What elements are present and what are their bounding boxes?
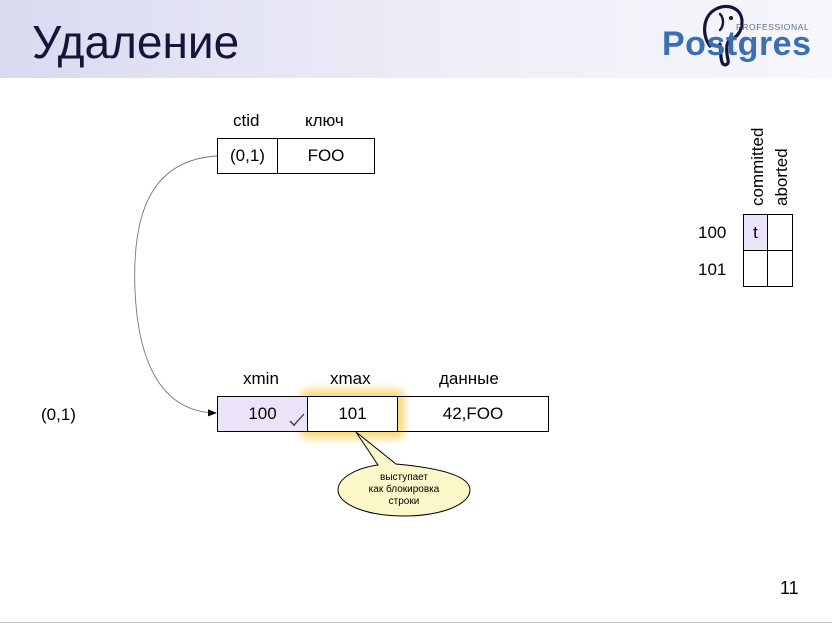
index-header-key: ключ <box>305 111 344 130</box>
heap-cell-xmax: 101 <box>308 397 398 431</box>
heap-header-xmin: xmin <box>243 369 279 388</box>
clog-header-committed: committed <box>748 127 767 206</box>
clog-cell-101-aborted <box>768 251 792 286</box>
index-row: (0,1) FOO <box>217 138 375 174</box>
clog-status-table: t <box>743 214 793 287</box>
ctid-pointer-arrow <box>134 155 218 417</box>
callout-text: выступает как блокировка строки <box>342 472 466 508</box>
slide-title: Удаление <box>32 16 240 68</box>
postgres-logo: PROFESSIONAL Postgres <box>662 2 812 72</box>
clog-cell-101-committed <box>744 251 768 286</box>
clog-cell-100-committed: t <box>744 215 768 251</box>
heap-cell-xmin: 100 <box>218 397 308 431</box>
clog-xid-101: 101 <box>698 260 727 279</box>
heap-header-xmax: xmax <box>330 369 371 388</box>
callout-line-1: выступает <box>380 472 428 483</box>
heap-cell-data: 42,FOO <box>442 404 504 423</box>
logo-professional: PROFESSIONAL <box>736 22 810 32</box>
index-header-ctid: ctid <box>233 111 260 130</box>
slide-header: Удаление PROFESSIONAL Postgres <box>0 0 832 78</box>
callout-line-3: строки <box>388 496 420 507</box>
elephant-icon <box>703 4 744 67</box>
logo-text: Postgres <box>662 25 812 63</box>
index-cell-ctid: (0,1) <box>218 139 278 173</box>
index-cell-key: FOO <box>307 146 345 165</box>
footer-divider <box>0 622 832 623</box>
clog-header-aborted: aborted <box>772 148 791 206</box>
callout-line-2: как блокировка <box>368 484 440 495</box>
page-number: 11 <box>780 578 799 598</box>
clog-cell-100-aborted <box>768 215 792 251</box>
callout-bubble <box>337 431 471 517</box>
heap-tuple-row: 100 101 42,FOO <box>217 396 549 432</box>
clog-xid-100: 100 <box>698 223 727 242</box>
heap-row-label: (0,1) <box>41 405 76 424</box>
heap-header-data: данные <box>439 369 499 388</box>
checkmark-icon <box>289 413 305 427</box>
